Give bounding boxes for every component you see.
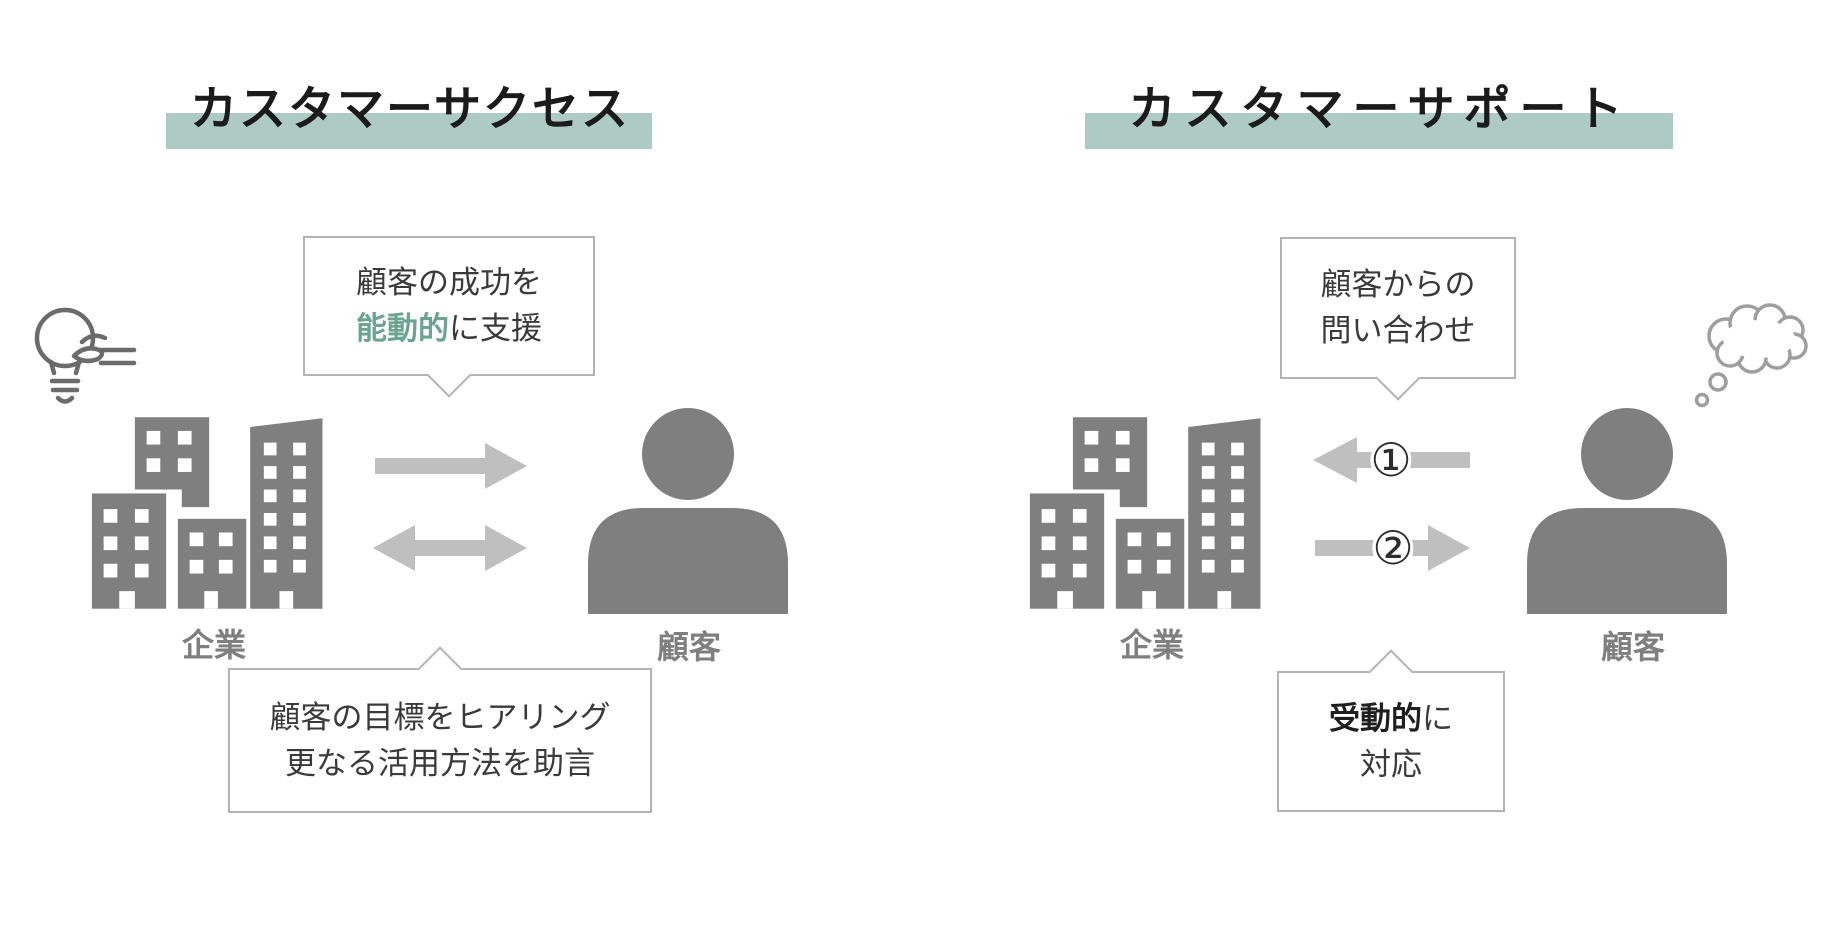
circled-2-badge: ②	[1372, 522, 1414, 574]
bubble-line: 能動的に支援	[356, 306, 542, 352]
speech-tail-down	[426, 352, 472, 398]
right-bottom-speech-bubble: 受動的に 対応	[1277, 649, 1505, 812]
bubble-line: 対応	[1360, 746, 1422, 782]
bubble-line: 問い合わせ	[1320, 313, 1476, 348]
bubble-line: 顧客からの	[1320, 267, 1476, 302]
speech-tail-up	[417, 646, 463, 692]
left-title-highlight-bar	[166, 113, 652, 149]
left-title: カスタマーサクセス	[189, 82, 631, 135]
accent-word: 能動的	[356, 311, 449, 346]
right-title-highlight-bar	[1085, 113, 1673, 149]
buildings-icon	[91, 417, 323, 609]
strong-word: 受動的	[1329, 700, 1422, 736]
circled-1-badge: ①	[1370, 434, 1412, 486]
customer-label: 顧客	[1600, 629, 1666, 665]
speech-tail-up	[1368, 649, 1414, 695]
person-icon	[1527, 408, 1727, 614]
bubble-line-rest: に	[1422, 700, 1453, 736]
right-title: カスタマーサポート	[1128, 82, 1632, 135]
customer-label: 顧客	[656, 629, 722, 665]
bubble-line: 受動的に	[1329, 696, 1453, 742]
company-label: 企業	[1119, 627, 1185, 663]
buildings-icon	[1029, 417, 1261, 609]
bubble-line: 更なる活用方法を助言	[285, 745, 595, 781]
company-label: 企業	[181, 627, 247, 663]
left-top-speech-bubble: 顧客の成功を 能動的に支援	[303, 236, 595, 398]
thought-cloud-icon	[1694, 303, 1808, 408]
bubble-line-rest: に支援	[449, 311, 542, 346]
speech-tail-down	[1375, 355, 1421, 401]
bubble-line: 顧客の成功を	[356, 265, 542, 300]
double-arrow-icon	[373, 525, 527, 571]
person-icon	[588, 408, 788, 614]
right-arrow-icon	[375, 443, 527, 489]
right-top-speech-bubble: 顧客からの 問い合わせ	[1280, 237, 1516, 401]
lightbulb-hand-icon	[34, 307, 137, 404]
left-bottom-speech-bubble: 顧客の目標をヒアリング 更なる活用方法を助言	[228, 646, 652, 813]
bubble-line: 顧客の目標をヒアリング	[269, 699, 611, 735]
